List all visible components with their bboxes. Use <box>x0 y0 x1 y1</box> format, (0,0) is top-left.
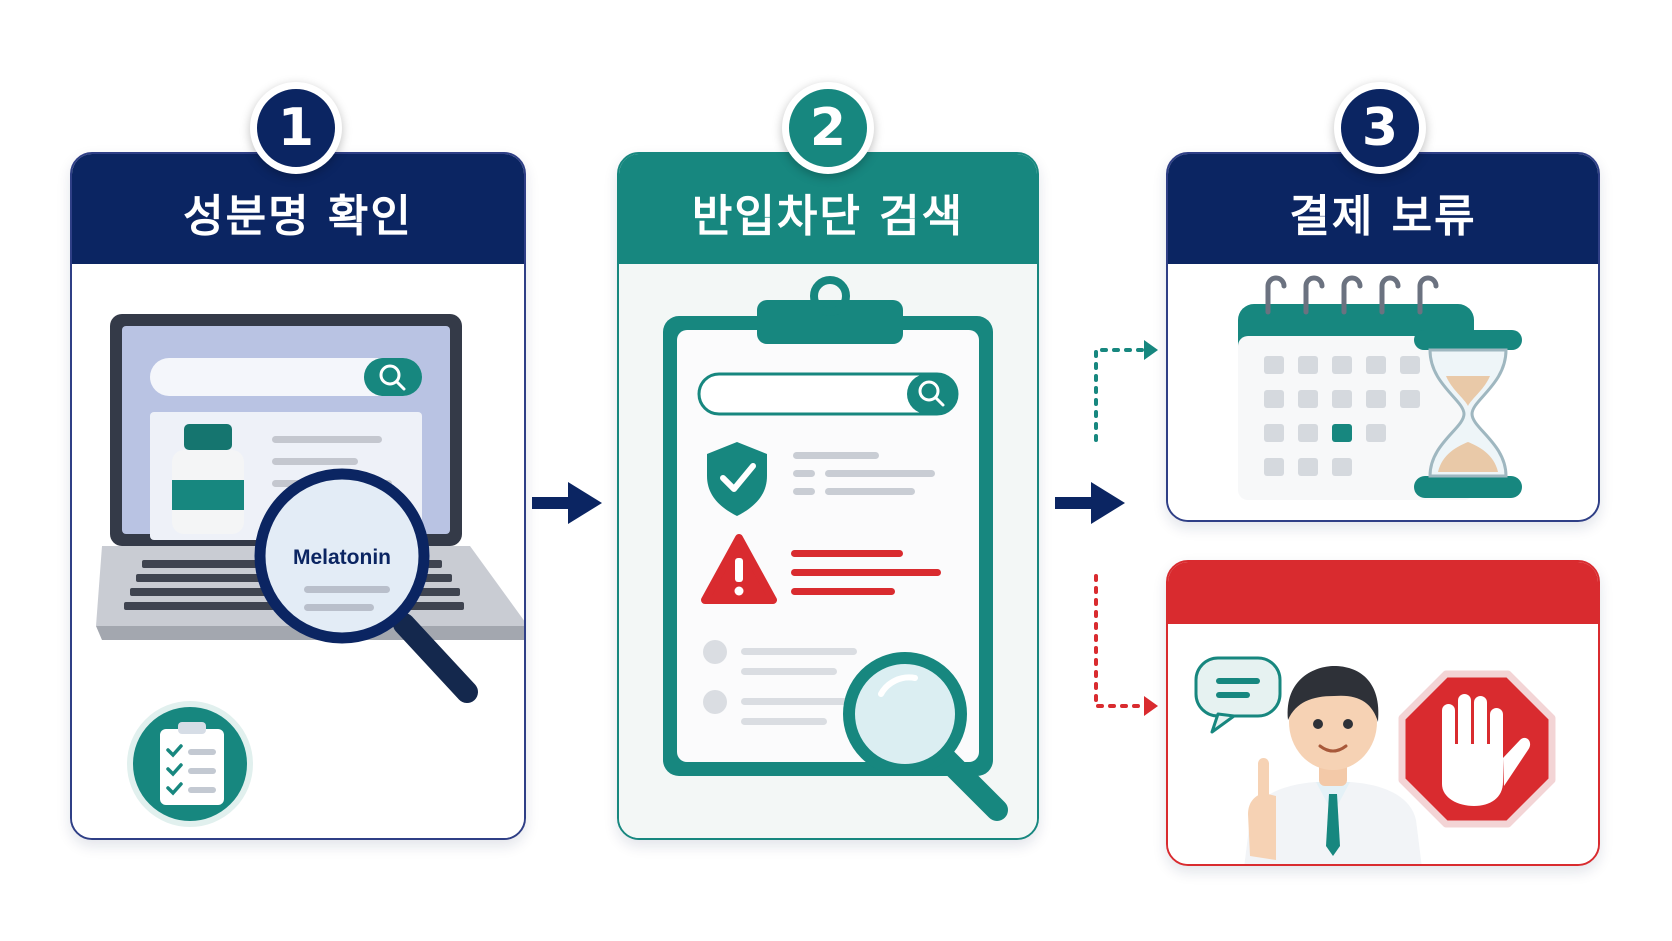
branch-arrow-lower <box>1094 574 1158 716</box>
step-2-illustration <box>663 276 1008 821</box>
search-icon <box>150 358 422 396</box>
stop-panel-body <box>1168 624 1598 864</box>
step-1-badge: 1 <box>250 82 342 174</box>
step-2-panel: 반입차단 검색 <box>617 152 1039 840</box>
arrow-step1-to-step2 <box>532 482 602 524</box>
stop-illustration <box>1194 656 1556 864</box>
checklist-clipboard-icon <box>127 701 253 827</box>
step-1-panel: 성분명 확인 <box>70 152 526 840</box>
stop-hand-icon <box>1398 670 1556 828</box>
step-3-illustration <box>1238 275 1522 500</box>
magnifier-label: Melatonin <box>293 546 391 569</box>
stop-panel-header <box>1168 562 1598 624</box>
step-2-body <box>619 264 1037 838</box>
step-3-badge: 3 <box>1334 82 1426 174</box>
calendar-icon <box>1238 275 1474 500</box>
branch-arrow-upper <box>1094 340 1158 442</box>
step-1-illustration: Melatonin <box>96 314 524 827</box>
arrow-step2-to-step3 <box>1055 482 1125 524</box>
step-3-panel: 결제 보류 <box>1166 152 1600 522</box>
step-2-badge: 2 <box>782 82 874 174</box>
warning-icon <box>701 534 777 604</box>
stop-panel <box>1166 560 1600 866</box>
step-3-body <box>1168 264 1598 520</box>
pharmacist-icon <box>1244 666 1422 864</box>
hourglass-icon <box>1414 330 1522 498</box>
magnifier-icon <box>843 652 1008 821</box>
search-icon <box>697 372 959 416</box>
magnifier-icon <box>254 468 478 703</box>
step-1-body: Melatonin <box>72 264 524 838</box>
step-2-title: 반입차단 검색 <box>619 154 1037 264</box>
pill-bottle-icon <box>172 424 244 534</box>
shield-check-icon <box>707 442 767 516</box>
speech-bubble-icon <box>1194 656 1282 734</box>
